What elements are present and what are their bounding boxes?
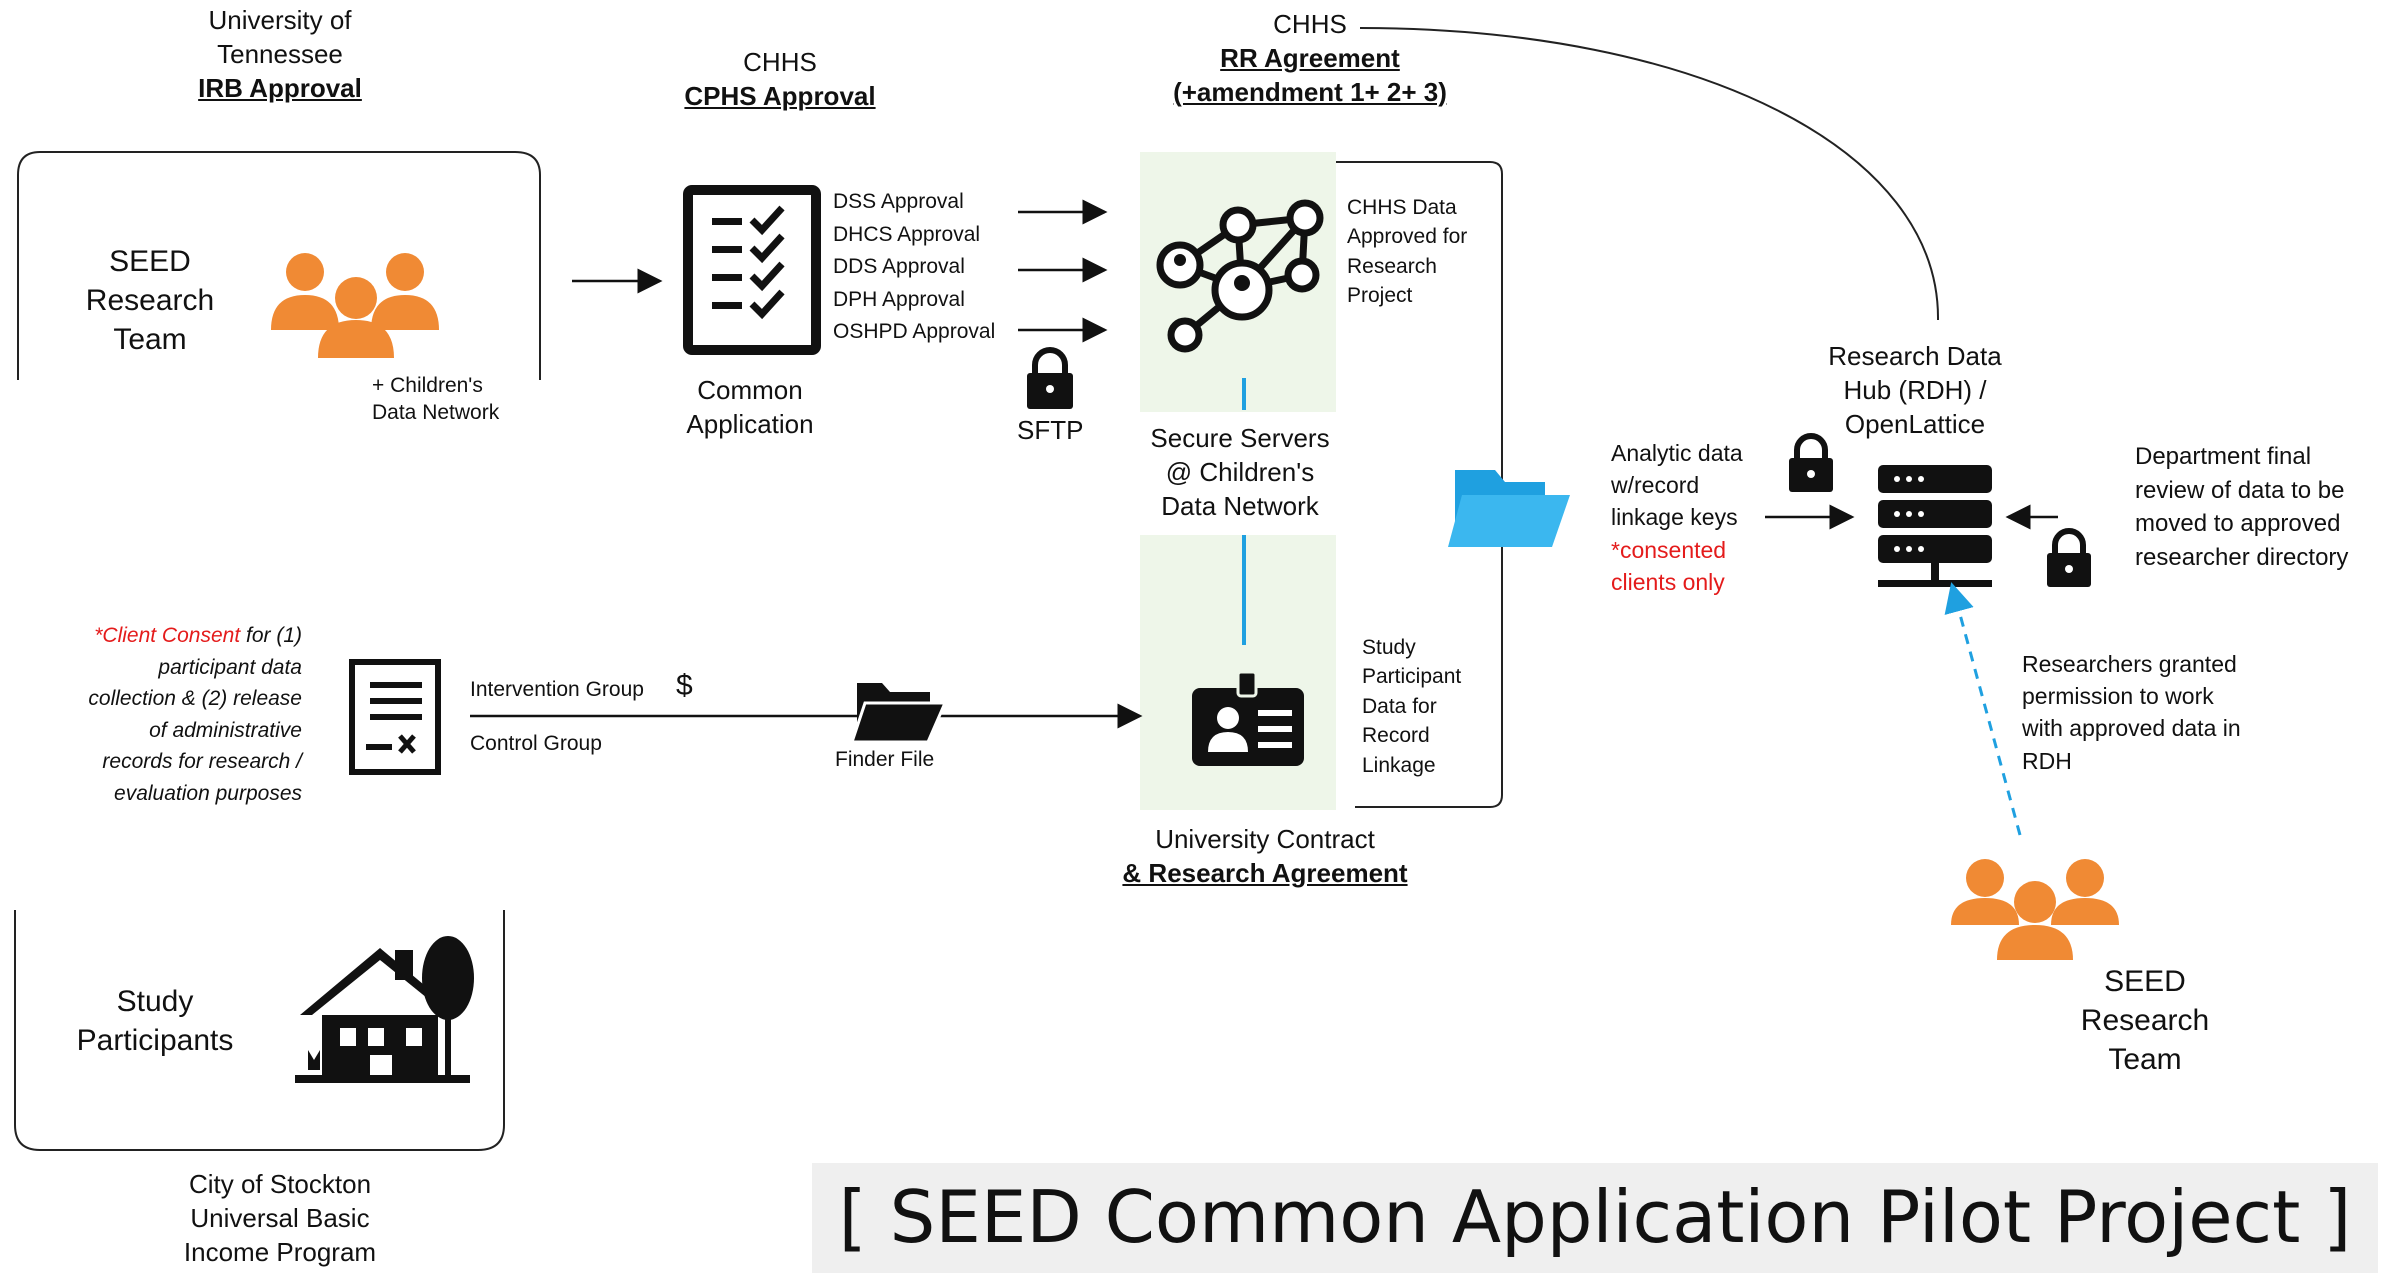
irb-line1: University of (208, 5, 352, 35)
cphs-title: CPHS Approval (684, 80, 876, 111)
approval-item: OSHPD Approval (833, 320, 996, 344)
approval-item: DHCS Approval (833, 222, 981, 246)
approval-item: DSS Approval (833, 190, 964, 213)
people-icon-left (271, 253, 439, 358)
house-icon (295, 936, 474, 1083)
bracket-bottom (14, 910, 505, 1151)
rr-block: CHHS RR Agreement (+amendment 1+ 2+ 3) (1100, 8, 1520, 109)
researchers-granted-label: Researchers granted permission to work w… (2022, 651, 2241, 774)
study-participant-data-label: Study Participant Data for Record Linkag… (1362, 636, 1462, 777)
project-banner: [ SEED Common Application Pilot Project … (812, 1163, 2378, 1273)
finder-file-label: Finder File (835, 748, 935, 771)
approval-item: DPH Approval (833, 287, 965, 311)
id-card-icon (1192, 670, 1304, 766)
bracket-top (17, 151, 541, 380)
cphs-block: CHHS CPHS Approval (630, 46, 930, 114)
lock-icon-dept (2047, 528, 2091, 587)
document-icon (349, 659, 441, 775)
banner-title: [ SEED Common Application Pilot Project … (838, 1175, 2352, 1259)
client-consent-text: *Client Consent for (1) participant data… (88, 624, 302, 805)
seed-team-left: SEED Research Team (85, 245, 215, 356)
control-group-label: Control Group (470, 732, 602, 755)
rr-title: RR Agreement (1220, 42, 1400, 73)
checklist-icon (683, 185, 821, 355)
lock-icon-sftp (1027, 347, 1073, 409)
dollar-icon: $ (676, 669, 693, 702)
stockton-label: City of Stockton Universal Basic Income … (183, 1169, 377, 1267)
irb-title: IRB Approval (198, 72, 362, 103)
analytic-data-label: Analytic data w/record linkage keys *con… (1611, 440, 1743, 595)
server-icon (1878, 465, 1992, 587)
study-participants-label: Study Participants (76, 985, 234, 1057)
common-application-label: Common Application (686, 375, 814, 439)
approval-item: DDS Approval (833, 255, 965, 279)
secure-servers-label: Secure Servers @ Children's Data Network (1150, 423, 1330, 521)
irb-line2: Tennessee (217, 38, 343, 69)
cphs-line1: CHHS (743, 47, 817, 77)
dept-review-label: Department final review of data to be mo… (2135, 443, 2349, 571)
univ-contract-block: University Contract & Research Agreement (1122, 824, 1408, 888)
folder-icon-blue (1448, 470, 1570, 547)
agreement-curve (1359, 27, 1940, 321)
lock-icon-analytic (1789, 433, 1833, 492)
seed-team-right: SEED Research Team (2080, 965, 2210, 1076)
folder-icon-finder (849, 683, 948, 744)
approval-list: DSS Approval DHCS Approval DDS Approval … (833, 186, 1023, 349)
irb-block: University of Tennessee IRB Approval (130, 4, 430, 105)
rr-line1: CHHS (1273, 9, 1347, 39)
sftp-label: SFTP (1017, 415, 1084, 445)
rdh-label: Research Data Hub (RDH) / OpenLattice (1828, 341, 2002, 439)
childrens-network-note: + Children's Data Network (372, 374, 500, 425)
rr-amendment: (+amendment 1+ 2+ 3) (1173, 76, 1447, 107)
people-icon-right (1951, 859, 2119, 960)
intervention-group-label: Intervention Group (470, 678, 644, 701)
chhs-data-label: CHHS Data Approved for Research Project (1347, 196, 1468, 308)
